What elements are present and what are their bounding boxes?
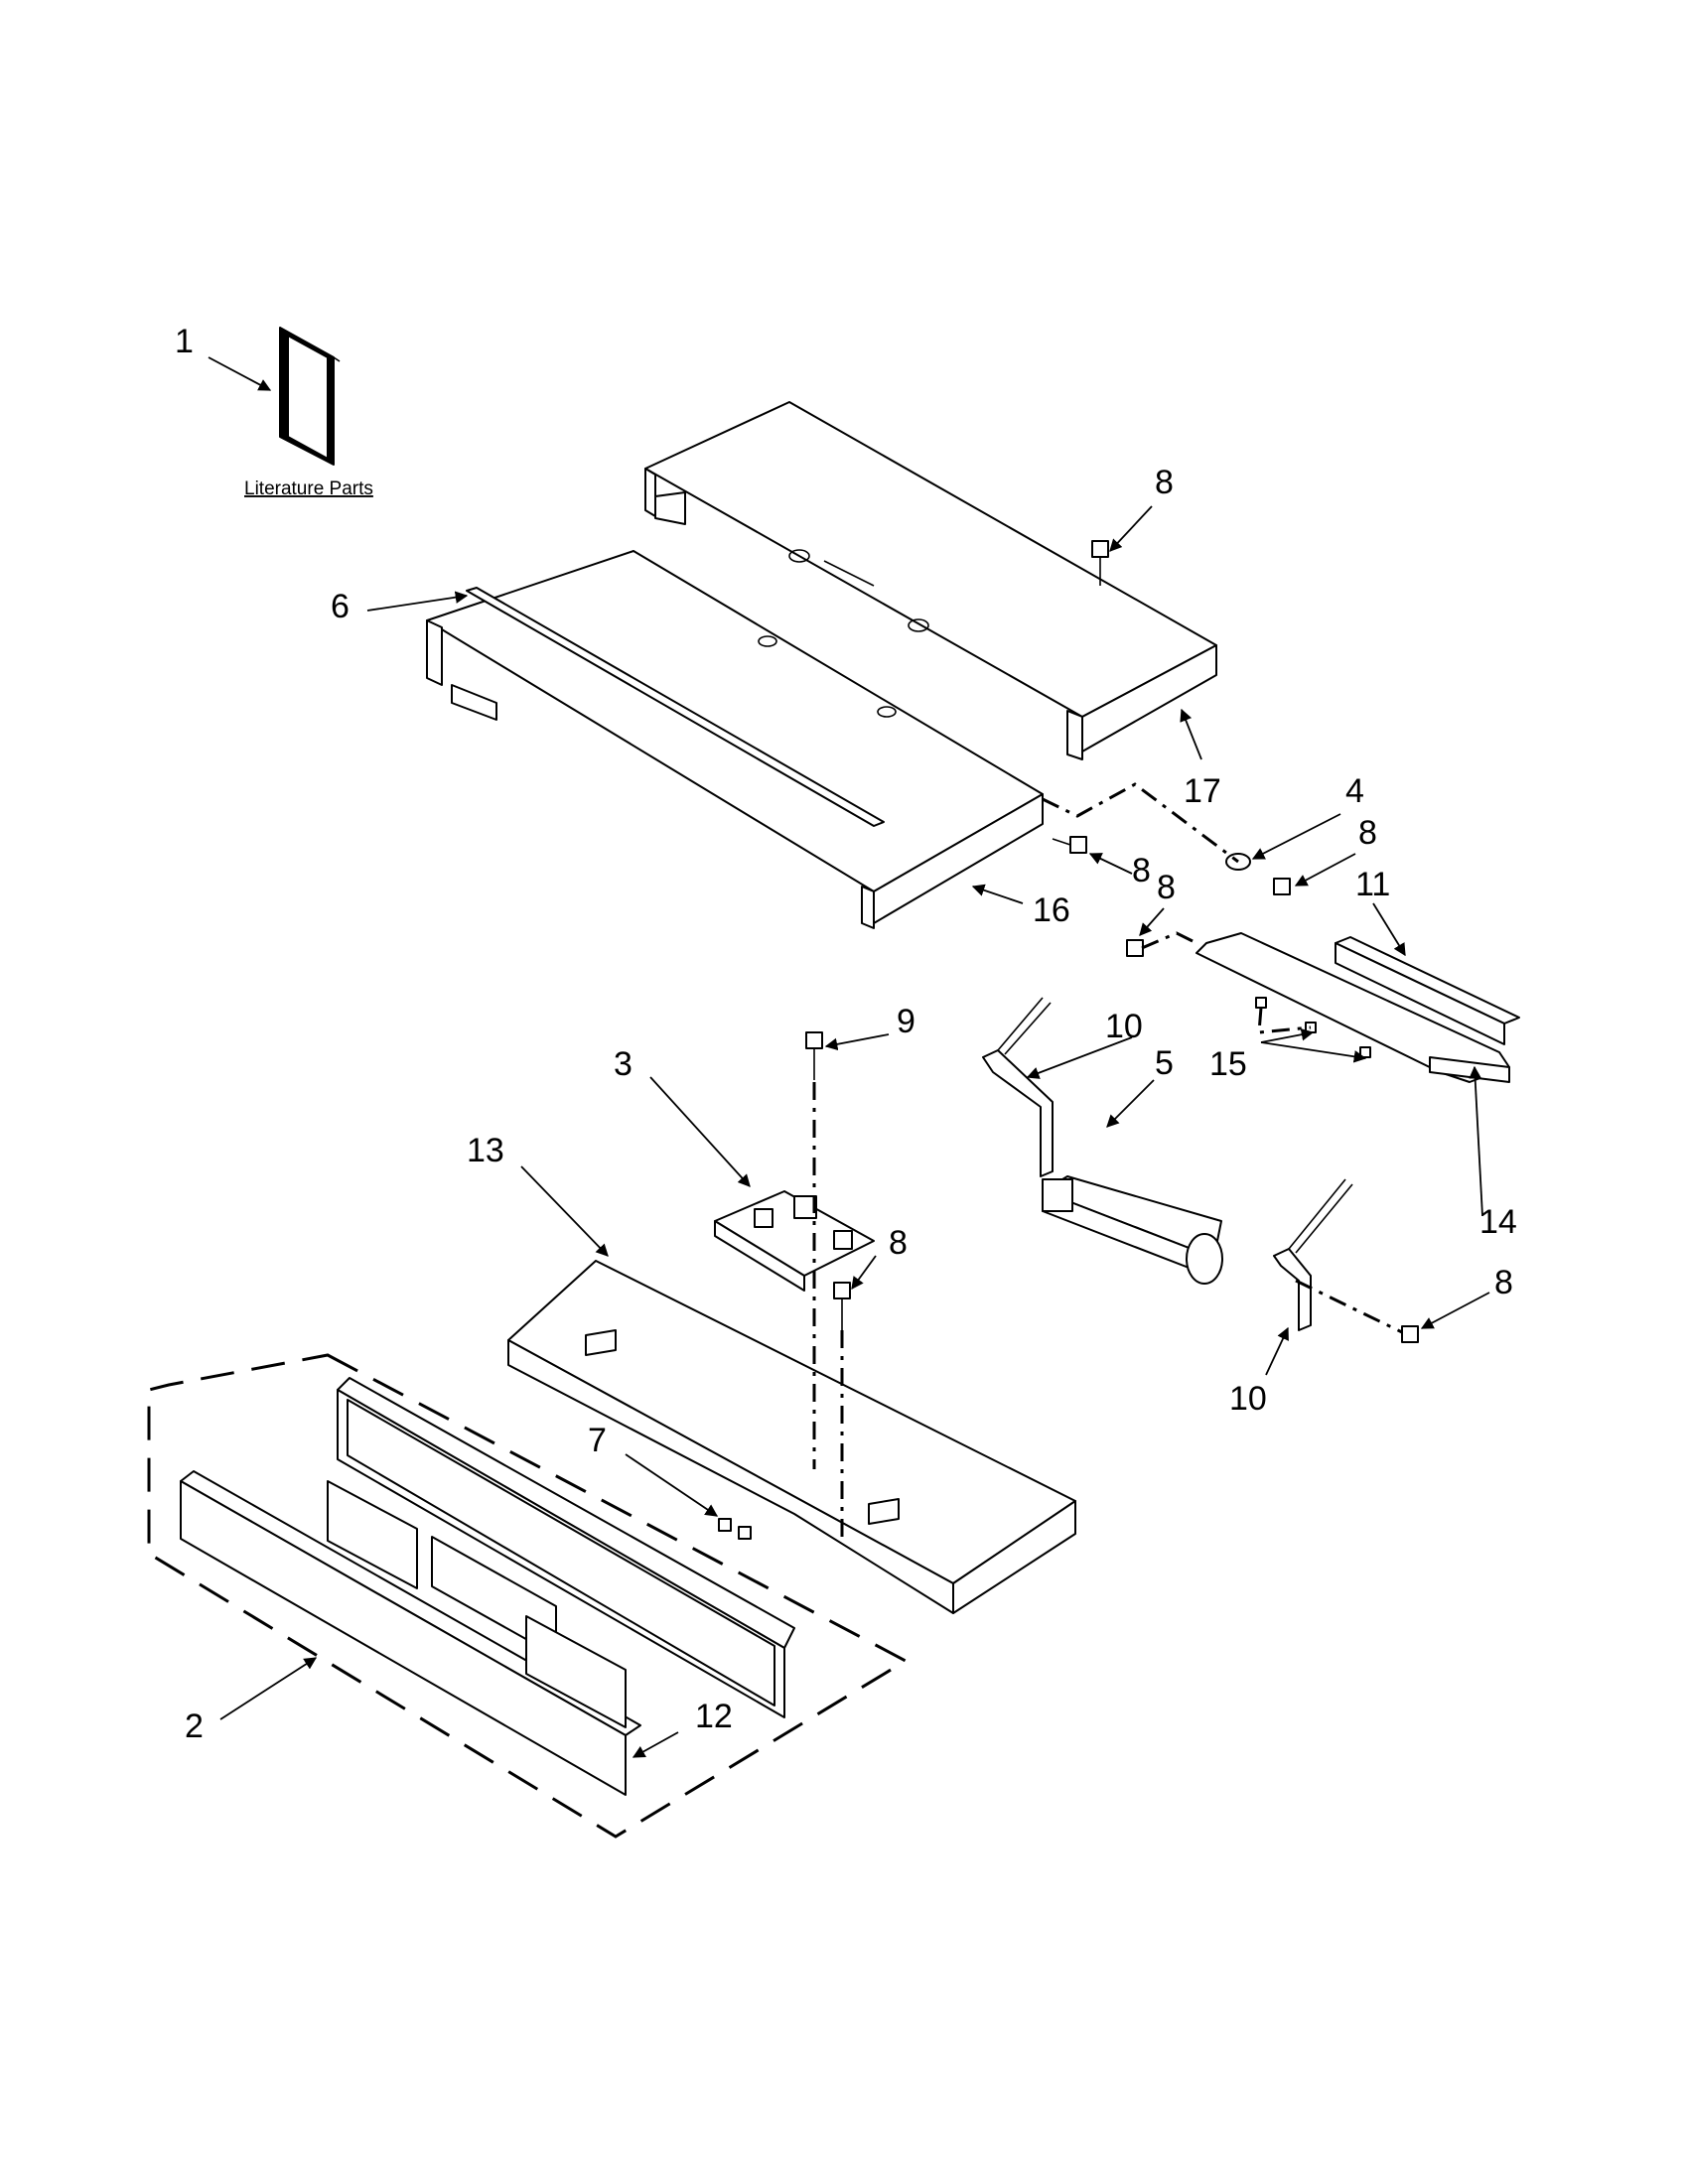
callout-8-washer: 8 (1358, 814, 1377, 852)
callout-8-lower: 8 (1494, 1264, 1513, 1301)
literature-parts-caption: Literature Parts (244, 478, 373, 499)
lower-cover-16 (426, 550, 1044, 929)
screw-8-mount (833, 1282, 851, 1330)
mounting-plate-13 (507, 1260, 1076, 1614)
callout-17: 17 (1184, 772, 1221, 810)
screw-8-bracket (1126, 939, 1144, 957)
control-panel-frame-12 (337, 1377, 795, 1718)
callout-11: 11 (1355, 866, 1390, 903)
callout-8-bracket: 8 (1157, 869, 1176, 906)
screw-8-lower (1401, 1325, 1419, 1343)
callout-14: 14 (1479, 1203, 1517, 1241)
callout-15: 15 (1209, 1045, 1247, 1083)
callout-10-upper: 10 (1105, 1008, 1143, 1045)
clip-7 (718, 1518, 752, 1540)
assembly-line-lower (1295, 1279, 1403, 1334)
screw-8-washer (1273, 878, 1291, 895)
bracket-10-upper (982, 997, 1054, 1177)
callout-16: 16 (1033, 891, 1070, 929)
callout-13: 13 (467, 1132, 504, 1169)
screw-8-cover (1052, 836, 1087, 854)
screw-8-top (1091, 540, 1109, 586)
upper-cover-17 (644, 401, 1217, 760)
screw-9 (805, 1031, 823, 1080)
assembly-line-bracket (1141, 931, 1197, 950)
assembly-line-terminals (1257, 1007, 1312, 1034)
callout-6: 6 (331, 588, 350, 625)
callout-1: 1 (175, 323, 194, 360)
control-board-3 (714, 1190, 875, 1292)
bracket-10-lower (1273, 1178, 1353, 1331)
callout-9: 9 (897, 1003, 915, 1040)
callout-3: 3 (614, 1045, 633, 1083)
literature-booklet (279, 327, 341, 466)
callout-12: 12 (695, 1698, 733, 1735)
callout-8-cover: 8 (1132, 852, 1151, 889)
insulation-strip-11 (1335, 936, 1520, 1045)
callout-2: 2 (185, 1707, 204, 1745)
fascia-2 (180, 1470, 641, 1796)
callout-8-mount: 8 (889, 1224, 908, 1262)
callout-8-top: 8 (1155, 464, 1174, 501)
rod-6 (466, 587, 885, 827)
callout-10-lower: 10 (1229, 1380, 1267, 1418)
blower-motor-5 (1042, 1175, 1223, 1285)
callout-4: 4 (1345, 772, 1364, 810)
assembly-group-box (147, 1353, 910, 1839)
callout-5: 5 (1155, 1044, 1174, 1082)
callout-7: 7 (588, 1422, 607, 1459)
